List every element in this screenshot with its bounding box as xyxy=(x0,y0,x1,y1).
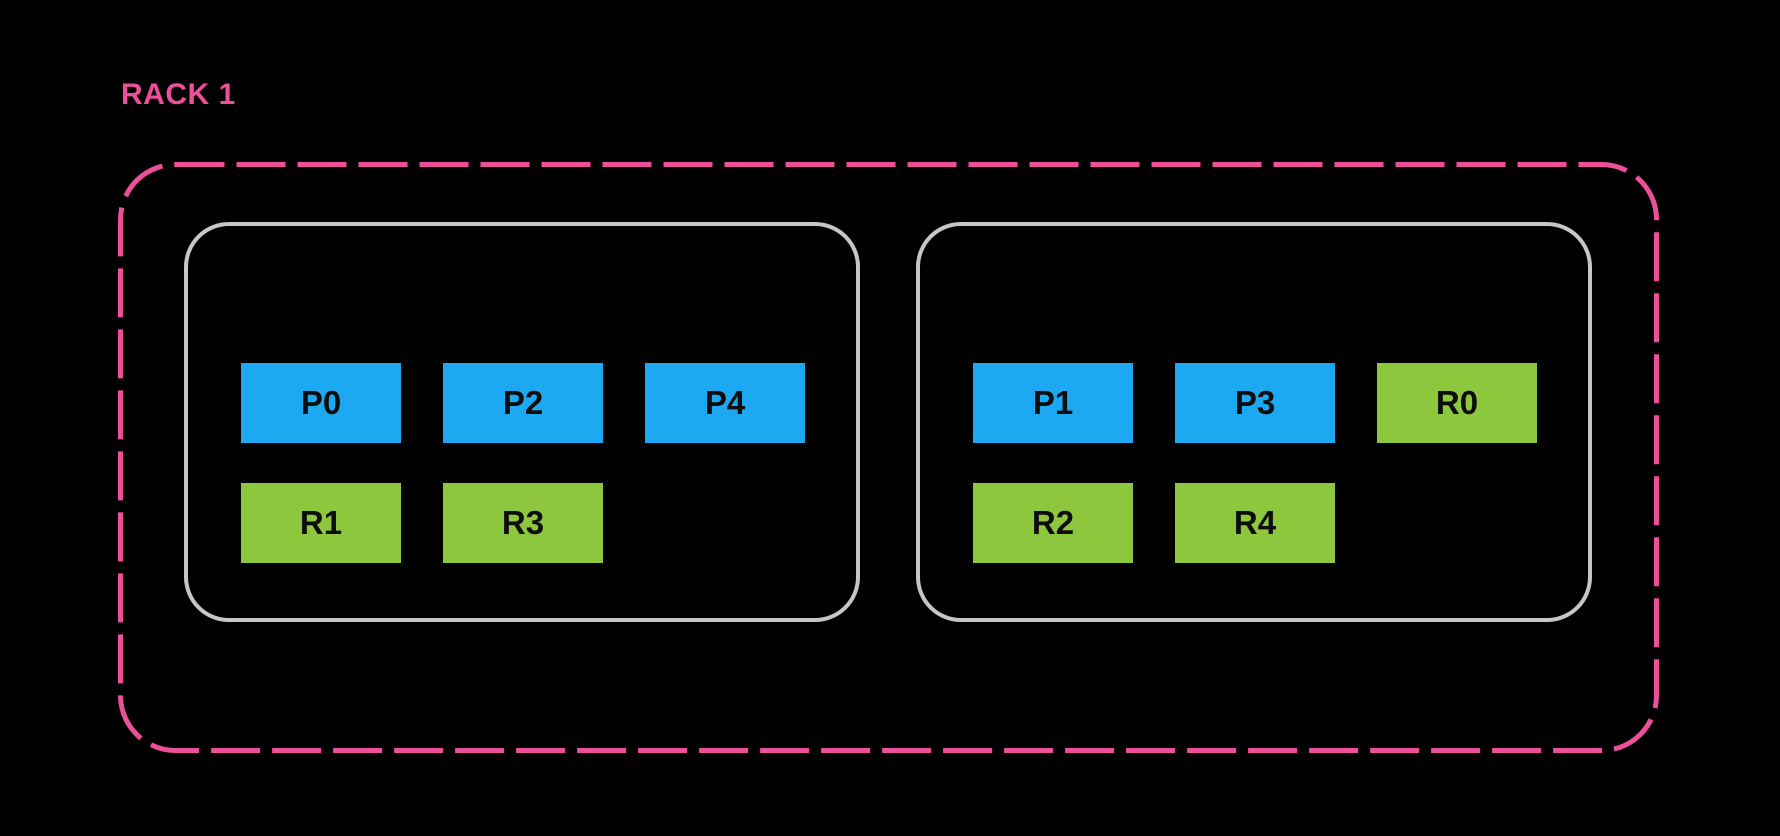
shard-chip-r0: R0 xyxy=(1377,363,1537,443)
shard-row-bottom: R2 R4 xyxy=(973,483,1588,563)
rack-title: RACK 1 xyxy=(121,78,236,111)
shard-chip-p1: P1 xyxy=(973,363,1133,443)
shard-chip-p4: P4 xyxy=(645,363,805,443)
shard-chip-r2: R2 xyxy=(973,483,1133,563)
shard-chip-r4: R4 xyxy=(1175,483,1335,563)
shard-chip-r3: R3 xyxy=(443,483,603,563)
shard-row-bottom: R1 R3 xyxy=(241,483,856,563)
shard-chip-p2: P2 xyxy=(443,363,603,443)
shard-chip-p3: P3 xyxy=(1175,363,1335,443)
shard-row-top: P0 P2 P4 xyxy=(241,363,856,443)
shard-row-top: P1 P3 R0 xyxy=(973,363,1588,443)
shard-chip-p0: P0 xyxy=(241,363,401,443)
shard-chip-r1: R1 xyxy=(241,483,401,563)
